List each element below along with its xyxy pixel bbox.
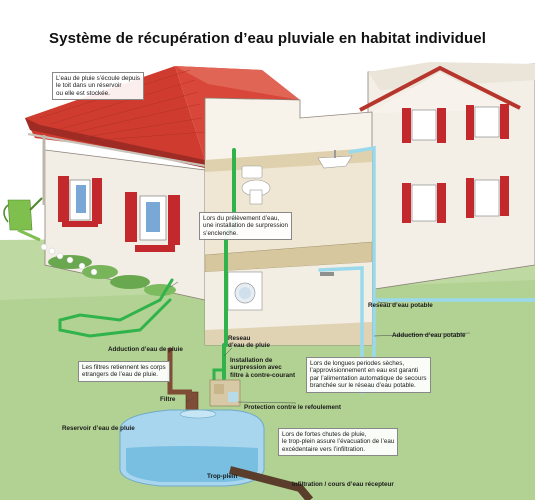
reservoir-label: Reservoir d’eau de pluie (62, 425, 135, 432)
filtre-label: Filtre (160, 396, 176, 403)
rain-roof-note: L’eau de pluie s’écoule depuis le toit d… (52, 72, 145, 101)
installation-label: Installation de surpression avec filtre … (230, 357, 296, 379)
trop-plein-label: Trop-plein (207, 473, 238, 480)
pressure-note: Lors du prélèvement d’eau, une installat… (199, 212, 293, 241)
filters-note: Les filtres retiennent les corps etrange… (78, 361, 170, 382)
window-right-lower (402, 176, 509, 223)
window-right-upper (402, 104, 509, 143)
adduction-potable-label: Adduction d’eau potable (392, 332, 466, 339)
leader-lines (169, 281, 471, 404)
dry-periods-note: Lors de longues periodes sèches, l’appro… (306, 357, 431, 393)
diagram-title: Système de récupération d’eau pluviale e… (49, 30, 486, 47)
right-wing (359, 62, 535, 291)
watering-can-icon (3, 197, 43, 242)
reseau-potable-label: Reseau d’eau potable (368, 302, 433, 309)
reflux-label: Protection contre le refoulement (244, 404, 341, 411)
toilet-icon (241, 165, 271, 205)
house-illustration (0, 60, 535, 500)
reseau-pluie-label: Reseau d’eau de pluie (228, 335, 270, 350)
adduction-pluie-label: Adduction d’eau de pluie (108, 346, 183, 353)
infiltration-label: Infiltration / cours d’eau récepteur (292, 481, 394, 488)
pump-unit-icon (209, 379, 241, 407)
washing-machine-icon (227, 271, 263, 311)
sink-icon (317, 150, 353, 169)
rainwater-tank-icon (119, 409, 314, 500)
heavy-rain-note: Lors de fortes chutes de pluie, le trop-… (278, 428, 399, 457)
